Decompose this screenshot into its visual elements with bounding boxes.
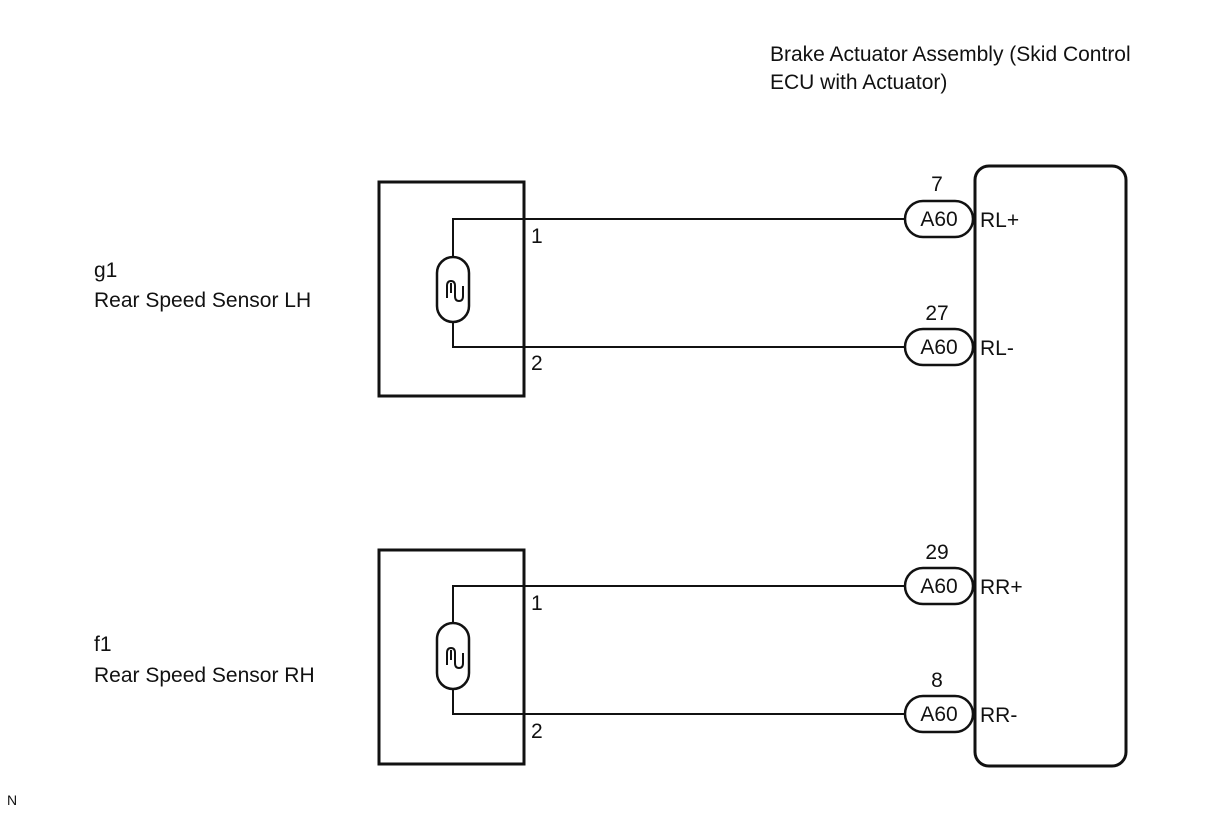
- connector-rr-minus-pin: 8: [931, 669, 943, 692]
- connector-rl-minus: [903, 327, 975, 367]
- sensor-rh-pin-1: 1: [531, 592, 543, 615]
- terminal-rr-minus: RR-: [980, 704, 1017, 727]
- terminal-rl-minus: RL-: [980, 337, 1014, 360]
- connector-rl-plus: [903, 199, 975, 239]
- sensor-lh-symbol: [435, 255, 471, 324]
- wire-rr-minus: [452, 688, 905, 715]
- terminal-rr-plus: RR+: [980, 576, 1023, 599]
- connector-rr-minus-label: A60: [920, 703, 957, 726]
- sensor-rh-pin-2: 2: [531, 720, 543, 743]
- connector-rr-plus-label: A60: [920, 575, 957, 598]
- sensor-lh-name: Rear Speed Sensor LH: [94, 289, 311, 312]
- wire-rl-minus: [452, 322, 905, 348]
- ecu-title-line1: Brake Actuator Assembly (Skid Control: [770, 43, 1131, 66]
- sensor-rh-name: Rear Speed Sensor RH: [94, 664, 315, 687]
- connector-rl-minus-pin: 27: [925, 302, 948, 325]
- terminal-rl-plus: RL+: [980, 209, 1019, 232]
- connector-rr-minus: [903, 694, 975, 734]
- sensor-rh-symbol: [435, 621, 471, 691]
- footer-mark: N: [7, 792, 17, 808]
- connector-rr-plus-pin: 29: [925, 541, 948, 564]
- connector-rl-plus-pin: 7: [931, 173, 943, 196]
- ecu-title-line2: ECU with Actuator): [770, 71, 947, 94]
- sensor-rh-code: f1: [94, 633, 112, 656]
- connector-rl-minus-label: A60: [920, 336, 957, 359]
- ecu-body: [973, 164, 1128, 768]
- sensor-lh-pin-1: 1: [531, 225, 543, 248]
- connector-rl-plus-label: A60: [920, 208, 957, 231]
- sensor-lh-code: g1: [94, 259, 117, 282]
- sensor-lh-pin-2: 2: [531, 352, 543, 375]
- connector-rr-plus: [903, 566, 975, 606]
- wire-rl-plus: [452, 218, 905, 258]
- wire-rr-plus: [452, 585, 905, 624]
